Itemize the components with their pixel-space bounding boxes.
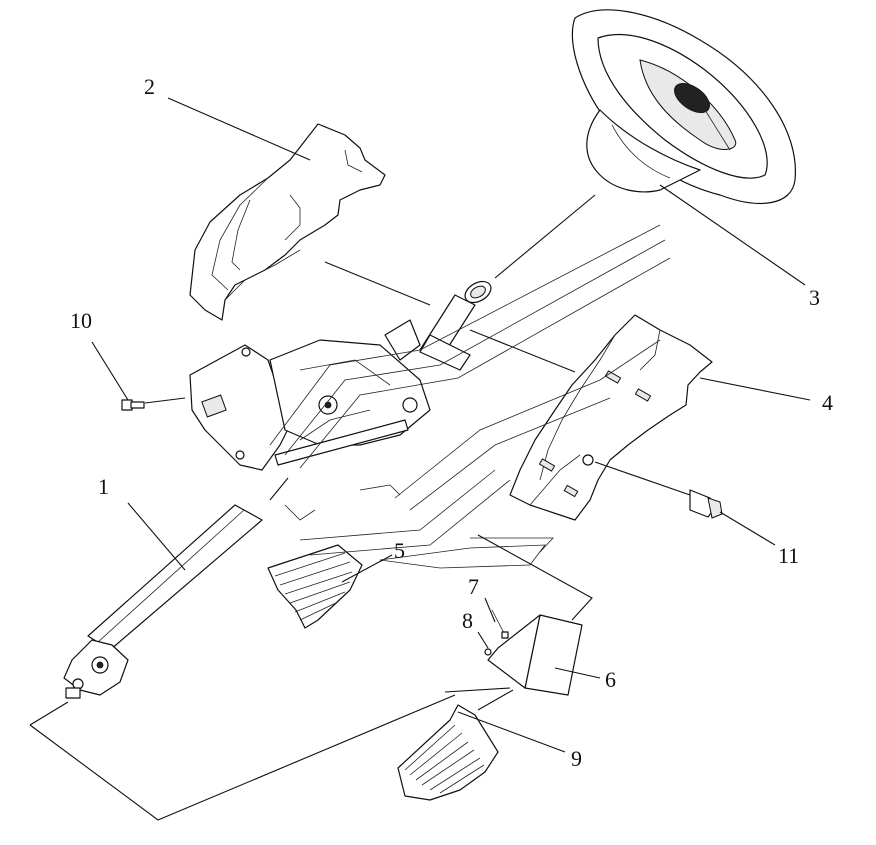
callout-6: 6 [605,667,616,692]
steering-column-assembly [63,280,492,699]
callout-labels: 1 2 3 4 5 6 7 8 9 10 11 [70,74,833,771]
callout-11: 11 [778,543,799,568]
bolt-10 [121,399,145,411]
callout-8: 8 [462,608,473,633]
callout-4: 4 [822,390,833,415]
bellows-9 [397,704,499,801]
callout-10: 10 [70,308,92,333]
callout-5: 5 [394,538,405,563]
lower-column-shroud [509,314,713,521]
sleeve-6 [487,614,583,696]
callout-9: 9 [571,746,582,771]
phantom-outlines [269,224,671,569]
callout-3: 3 [809,285,820,310]
leader-lines [91,97,811,753]
bolt-7 [491,609,509,639]
steering-wheel [571,9,796,205]
column-boot-5 [267,544,363,629]
callout-2: 2 [144,74,155,99]
assembly-lines [29,194,691,821]
callout-1: 1 [98,474,109,499]
upper-column-shroud [189,123,386,321]
screw-11 [689,489,723,519]
callout-7: 7 [468,574,479,599]
washer-8 [484,648,492,656]
